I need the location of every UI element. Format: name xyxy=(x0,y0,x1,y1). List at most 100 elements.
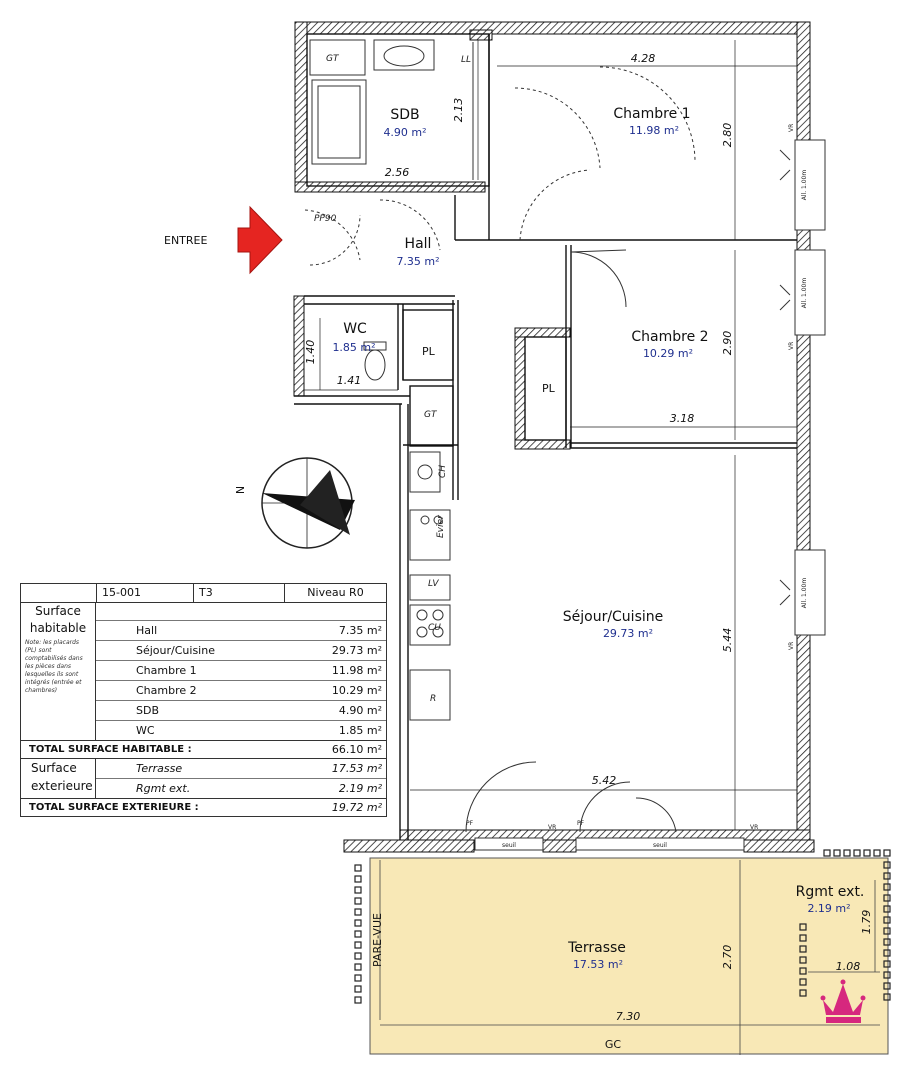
room-area-wc: 1.85 m² xyxy=(332,341,375,354)
total-habitable-label: TOTAL SURFACE HABITABLE : xyxy=(29,744,192,755)
fixture-pl-chambre2: PL xyxy=(542,382,556,395)
dim-sejour-width: 5.42 xyxy=(592,774,617,787)
dim-rgmt-width: 1.08 xyxy=(836,960,861,973)
room-area-rgmt: 2.19 m² xyxy=(807,902,850,915)
room-name-sdb: SDB xyxy=(390,107,419,123)
row-name: Rgmt ext. xyxy=(136,782,191,795)
table-header: 15-001 T3 Niveau R0 xyxy=(21,584,386,603)
dim-wc-depth: 1.40 xyxy=(304,340,317,365)
pare-vue-label: PARE-VUE xyxy=(371,913,384,967)
room-area-hall: 7.35 m² xyxy=(396,255,439,268)
room-area-terrasse: 17.53 m² xyxy=(573,958,623,971)
room-name-rgmt: Rgmt ext. xyxy=(796,884,865,900)
window-note-3: All. 1.00m xyxy=(801,578,808,609)
fixture-lv: LV xyxy=(428,579,439,589)
room-area-chambre1: 11.98 m² xyxy=(629,124,679,137)
entrance-label: ENTREE xyxy=(164,234,207,247)
row-value: 1.85 m² xyxy=(338,724,382,737)
compass-icon xyxy=(261,457,355,549)
dim-sejour-depth: 5.44 xyxy=(721,628,734,653)
row-name: Hall xyxy=(136,624,158,637)
room-name-chambre1: Chambre 1 xyxy=(613,106,690,122)
room-area-chambre2: 10.29 m² xyxy=(643,347,693,360)
habitable-left: Surface habitable Note: les placards (PL… xyxy=(21,603,96,740)
row-name: SDB xyxy=(136,704,159,717)
room-name-terrasse: Terrasse xyxy=(567,940,626,956)
row-name: Séjour/Cuisine xyxy=(136,644,215,657)
table-row: Hall 7.35 m² xyxy=(96,621,386,641)
fixture-cu: CU xyxy=(428,623,441,633)
vr-label-3: VR xyxy=(788,642,795,650)
fixtures xyxy=(304,39,791,833)
total-exterior-row: TOTAL SURFACE EXTERIEURE : 19.72 m² xyxy=(21,799,386,816)
total-habitable-value: 66.10 m² xyxy=(331,743,382,756)
row-value: 29.73 m² xyxy=(331,644,382,657)
entrance-arrow-icon xyxy=(237,205,283,275)
vr-label-2: VR xyxy=(788,342,795,350)
fixture-gt-sdb: GT xyxy=(326,54,340,64)
pf-label-2: PF xyxy=(577,820,585,827)
habitable-section: Surface habitable Note: les placards (PL… xyxy=(21,603,386,741)
window-note-1: All. 1.00m xyxy=(801,170,808,201)
pf-label-1: PF xyxy=(466,820,474,827)
row-name: Chambre 2 xyxy=(136,684,197,697)
table-row: Rgmt ext. 2.19 m² xyxy=(96,779,386,798)
dim-rgmt-depth: 1.79 xyxy=(860,910,873,935)
table-row: WC 1.85 m² xyxy=(96,721,386,740)
dim-chambre1-depth: 2.80 xyxy=(721,123,734,148)
table-row: SDB 4.90 m² xyxy=(96,701,386,721)
dim-chambre2-depth: 2.90 xyxy=(721,331,734,356)
exterior-title: Surface exterieure xyxy=(31,761,93,793)
total-exterior-label: TOTAL SURFACE EXTERIEURE : xyxy=(29,802,199,813)
vr-label-1: VR xyxy=(788,124,795,132)
lot-number: 15-001 xyxy=(96,584,193,602)
dimension-lines xyxy=(304,40,797,830)
row-value: 11.98 m² xyxy=(331,664,382,677)
entrance-door-code: PP90 xyxy=(314,214,337,224)
row-value: 17.53 m² xyxy=(331,762,382,775)
window-note-2: All. 1.00m xyxy=(801,278,808,309)
fixture-r: R xyxy=(430,694,436,704)
habitable-title: Surface habitable xyxy=(29,604,87,635)
exterior-section: Surface exterieure Terrasse 17.53 m² Rgmt… xyxy=(21,759,386,799)
fixture-gt-kitchen: GT xyxy=(424,410,438,420)
row-value: 2.19 m² xyxy=(338,782,382,795)
crown-icon xyxy=(820,979,866,1023)
room-name-hall: Hall xyxy=(405,236,432,252)
interior-walls xyxy=(294,33,797,840)
terrace-area xyxy=(354,849,891,1055)
exterior-left: Surface exterieure xyxy=(21,759,96,798)
row-value: 4.90 m² xyxy=(338,704,382,717)
table-row: Chambre 2 10.29 m² xyxy=(96,681,386,701)
fixture-ch: CH xyxy=(438,465,448,478)
fixture-ll: LL xyxy=(461,55,471,65)
dim-sdb-width: 2.56 xyxy=(385,166,410,179)
exterior-rows: Terrasse 17.53 m² Rgmt ext. 2.19 m² xyxy=(96,759,386,798)
dim-terrasse-width: 7.30 xyxy=(616,1010,641,1023)
row-name: Terrasse xyxy=(136,762,183,775)
vr-label-5: VR xyxy=(750,824,758,831)
dim-terrasse-depth: 2.70 xyxy=(721,945,734,970)
dim-chambre1-width: 4.28 xyxy=(631,52,656,65)
vr-label-4: VR xyxy=(548,824,556,831)
table-row: Séjour/Cuisine 29.73 m² xyxy=(96,641,386,661)
fixture-pl-hall: PL xyxy=(422,345,436,358)
header-empty xyxy=(21,584,96,602)
surface-summary-table: 15-001 T3 Niveau R0 Surface habitable No… xyxy=(20,583,387,817)
placard-note: Note: les placards (PL) sont comptabilis… xyxy=(25,639,83,694)
room-name-chambre2: Chambre 2 xyxy=(631,329,708,345)
dim-sdb-depth: 2.13 xyxy=(452,98,465,123)
table-row: Chambre 1 11.98 m² xyxy=(96,661,386,681)
row-name: Chambre 1 xyxy=(136,664,197,677)
total-exterior-value: 19.72 m² xyxy=(331,801,382,814)
room-area-sejour: 29.73 m² xyxy=(603,627,653,640)
row-value: 10.29 m² xyxy=(331,684,382,697)
row-value: 7.35 m² xyxy=(338,624,382,637)
room-name-sejour: Séjour/Cuisine xyxy=(563,609,664,625)
seuil-label-1: seuil xyxy=(502,842,516,849)
row-name: WC xyxy=(136,724,155,737)
windows xyxy=(474,139,826,851)
seuil-label-2: seuil xyxy=(653,842,667,849)
spacer xyxy=(96,603,386,621)
